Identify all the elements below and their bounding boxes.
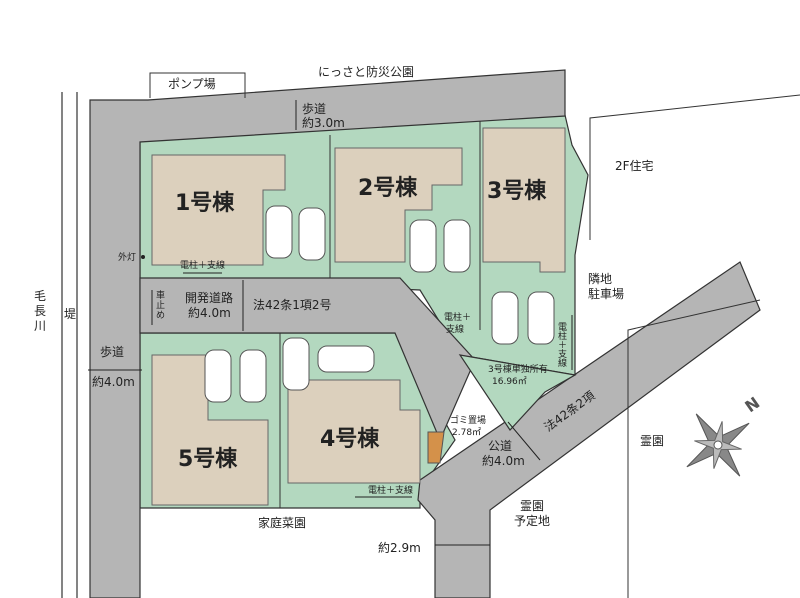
pump-station-label: ポンプ場 [168, 77, 216, 91]
river-label: 長 [34, 304, 46, 318]
car [443, 219, 471, 273]
dev-road-law-label: 法42条1項2号 [253, 298, 332, 312]
bottom-road-width: 約2.9m [378, 540, 421, 555]
width-arrow [507, 421, 541, 461]
pole-label: 柱 [558, 330, 567, 342]
garbage-area-value: 2.78㎡ [452, 427, 481, 438]
pole-label: 支 [558, 348, 567, 360]
car-stop-label: め [156, 310, 165, 321]
pole-label: 電柱＋支線 [368, 484, 413, 496]
car [239, 349, 267, 403]
house-outline [589, 94, 800, 240]
garbage-label: ゴミ置場 [450, 414, 486, 426]
car-stop-label: 車 [156, 289, 165, 301]
car [204, 349, 232, 403]
car [265, 205, 293, 259]
dev-road-width: 約4.0m [188, 305, 231, 320]
pole-label: 電柱＋支線 [180, 259, 225, 271]
park-label: にっさと防災公園 [318, 64, 414, 79]
public-road [417, 261, 761, 598]
street-light-label: 外灯 [118, 251, 136, 263]
river-label: 川 [34, 319, 46, 333]
pole-label: 電 [558, 322, 567, 333]
pump-station-outline [149, 72, 246, 98]
building-4 [287, 379, 421, 484]
building-2-label: 2号棟 [358, 175, 418, 201]
building-3 [482, 127, 566, 273]
garbage-area [427, 431, 445, 464]
embankment-label: 堤 [64, 307, 76, 321]
car-stop-label: 止 [156, 299, 165, 311]
compass-rose-icon [686, 413, 750, 477]
building-1 [151, 154, 286, 266]
left-sidewalk-width: 約4.0m [92, 374, 135, 389]
lot3-exclusive-label: 3号棟単独所有 [488, 363, 548, 375]
neighbor-parking-label: 隣地 [588, 271, 612, 286]
cemetery-planned-label: 予定地 [514, 513, 550, 528]
lot3-exclusive-area [458, 354, 577, 431]
building-2 [334, 147, 463, 263]
car [491, 291, 519, 345]
car [298, 207, 326, 261]
car [317, 345, 375, 373]
pole-label: ＋ [558, 340, 567, 351]
building-1-label: 1号棟 [175, 190, 235, 216]
neighbor-parking-label: 駐車場 [588, 286, 624, 301]
house-2f-label: 2F住宅 [615, 158, 654, 173]
building-4-label: 4号棟 [320, 426, 380, 452]
vegetable-garden-label: 家庭菜園 [258, 515, 306, 530]
left-sidewalk-label: 歩道 [100, 344, 124, 359]
car [527, 291, 555, 345]
building-5-label: 5号棟 [178, 446, 238, 472]
cemetery-outline [627, 299, 761, 598]
pole-label: 電柱＋ [444, 311, 471, 323]
public-road-label: 公道 [488, 439, 512, 453]
top-sidewalk-label: 歩道 [302, 101, 326, 116]
lot3-exclusive-area-value: 16.96㎡ [492, 376, 527, 387]
dev-road-label: 開発道路 [185, 290, 233, 305]
top-sidewalk-width: 約3.0m [302, 115, 345, 130]
street-light-icon [141, 255, 145, 259]
pole-label: 支線 [446, 323, 464, 335]
parking-cars [204, 205, 555, 403]
public-road-width: 約4.0m [482, 453, 525, 468]
cemetery-planned-label: 霊園 [520, 499, 544, 513]
building-3-label: 3号棟 [487, 178, 547, 204]
pole-label-vertical: 電 柱 ＋ 支 線 [558, 322, 567, 369]
north-label: N [741, 393, 763, 416]
car [409, 219, 437, 273]
cemetery-label: 霊園 [640, 434, 664, 448]
pole-label: 線 [558, 357, 567, 369]
car [282, 337, 310, 391]
river-label: 毛 [34, 289, 46, 303]
